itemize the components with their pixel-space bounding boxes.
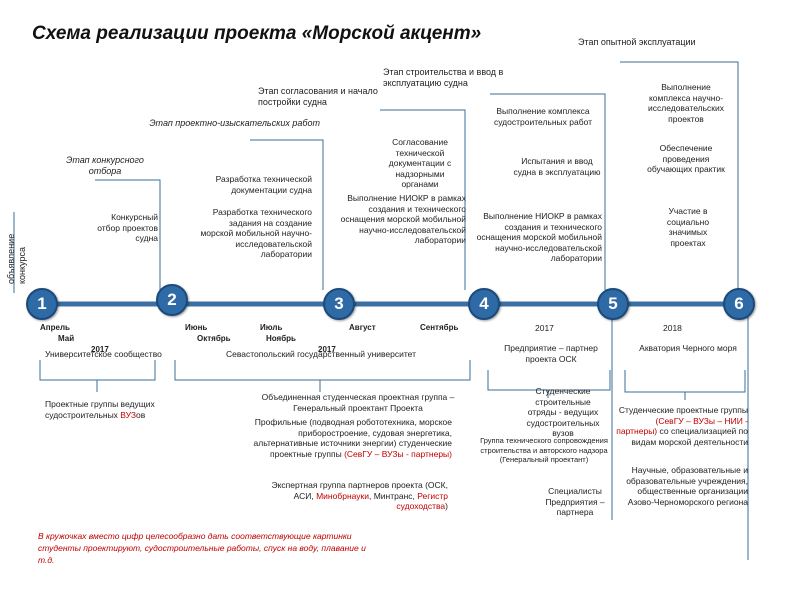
stage4-bracket: [380, 109, 466, 290]
participant-4a: Студенческие проектные группы (СевГУ – В…: [616, 405, 748, 447]
milestone-5: 5: [597, 288, 629, 320]
date-may: Май: [58, 334, 75, 343]
date-october: Октябрь: [197, 334, 231, 343]
task-6b: Обеспечение проведения обучающих практик: [647, 143, 725, 174]
stage2-bracket: [95, 179, 161, 290]
date-august: Август: [349, 323, 376, 332]
milestone-1: 1: [26, 288, 58, 320]
task-4b: Выполнение НИОКР в рамках создания и тех…: [340, 193, 466, 245]
task-4a: Согласование технической документации с …: [388, 137, 452, 189]
page-title: Схема реализации проекта «Морской акцент…: [32, 23, 482, 44]
participant-2b: Профильные (подводная робототехника, мор…: [253, 417, 452, 459]
date-june: Июнь: [185, 323, 208, 332]
task-2: Конкурсный отбор проектов судна: [97, 212, 158, 243]
milestone-4: 4: [468, 288, 500, 320]
milestone-6: 6: [723, 288, 755, 320]
stage-1-label: объявление конкурса: [6, 233, 27, 284]
participant-2: Севастопольский государственный универси…: [226, 349, 417, 359]
stage-3-label: Этап проектно-изыскательских работ: [149, 118, 320, 128]
stage-6-label: Этап опытной эксплуатации: [578, 37, 696, 47]
date-november: Ноябрь: [266, 334, 296, 343]
participant-bracket-4: [624, 370, 746, 393]
task-5a: Выполнение комплекса судостроительных ра…: [493, 106, 593, 127]
participant-bracket-2: [174, 360, 471, 381]
participant-3b: Группа технического сопровождения строит…: [480, 436, 608, 464]
participant-4b: Научные, образовательные и образовательн…: [626, 465, 748, 507]
date-september: Сентябрь: [420, 323, 459, 332]
stage5-bracket: [490, 93, 606, 290]
task-3a: Разработка технической документации судн…: [215, 174, 312, 195]
stage3-bracket: [250, 139, 324, 290]
task-5c: Выполнение НИОКР в рамках создания и тех…: [476, 211, 602, 263]
participant-2a: Объединенная студенческая проектная груп…: [261, 392, 455, 413]
year-2: 2017: [318, 345, 336, 354]
date-july: Июль: [260, 323, 283, 332]
stage6-bracket: [620, 61, 739, 290]
participant-3a: Студенческие строительные отряды - ведущ…: [526, 386, 600, 438]
task-3b: Разработка технического задания на созда…: [200, 207, 312, 259]
milestone-2: 2: [156, 284, 188, 316]
task-6c: Участие в социально значимых проектах: [666, 206, 710, 248]
participant-3c: Специалисты Предприятия – партнера: [545, 486, 605, 517]
task-6a: Выполнение комплекса научно-исследовател…: [648, 82, 724, 124]
participant-bracket-1: [39, 360, 156, 381]
date-april: Апрель: [40, 323, 70, 332]
year-1: 2017: [91, 345, 109, 354]
stage-4-label: Этап согласования и начало постройки суд…: [258, 86, 378, 107]
stage-5-label: Этап строительства и ввод в эксплуатацию…: [383, 67, 504, 88]
stage-2-label: Этап конкурсного отбора: [66, 155, 144, 176]
participant-4: Акватория Черного моря: [639, 343, 737, 353]
participant-3: Предприятие – партнер проекта ОСК: [504, 343, 598, 364]
participant-1b: Проектные группы ведущих судостроительны…: [45, 399, 155, 420]
participant-bracket-3: [487, 370, 611, 391]
task-5b: Испытания и ввод судна в эксплуатацию: [513, 156, 601, 177]
participant-2c: Экспертная группа партнеров проекта (ОСК…: [271, 480, 449, 511]
year-3: 2017: [535, 323, 554, 333]
year-4: 2018: [663, 323, 682, 333]
participant-1: Университетское сообщество: [45, 349, 162, 359]
footnote: В кружочках вместо цифр целесообразно да…: [38, 531, 366, 565]
milestone-3: 3: [323, 288, 355, 320]
